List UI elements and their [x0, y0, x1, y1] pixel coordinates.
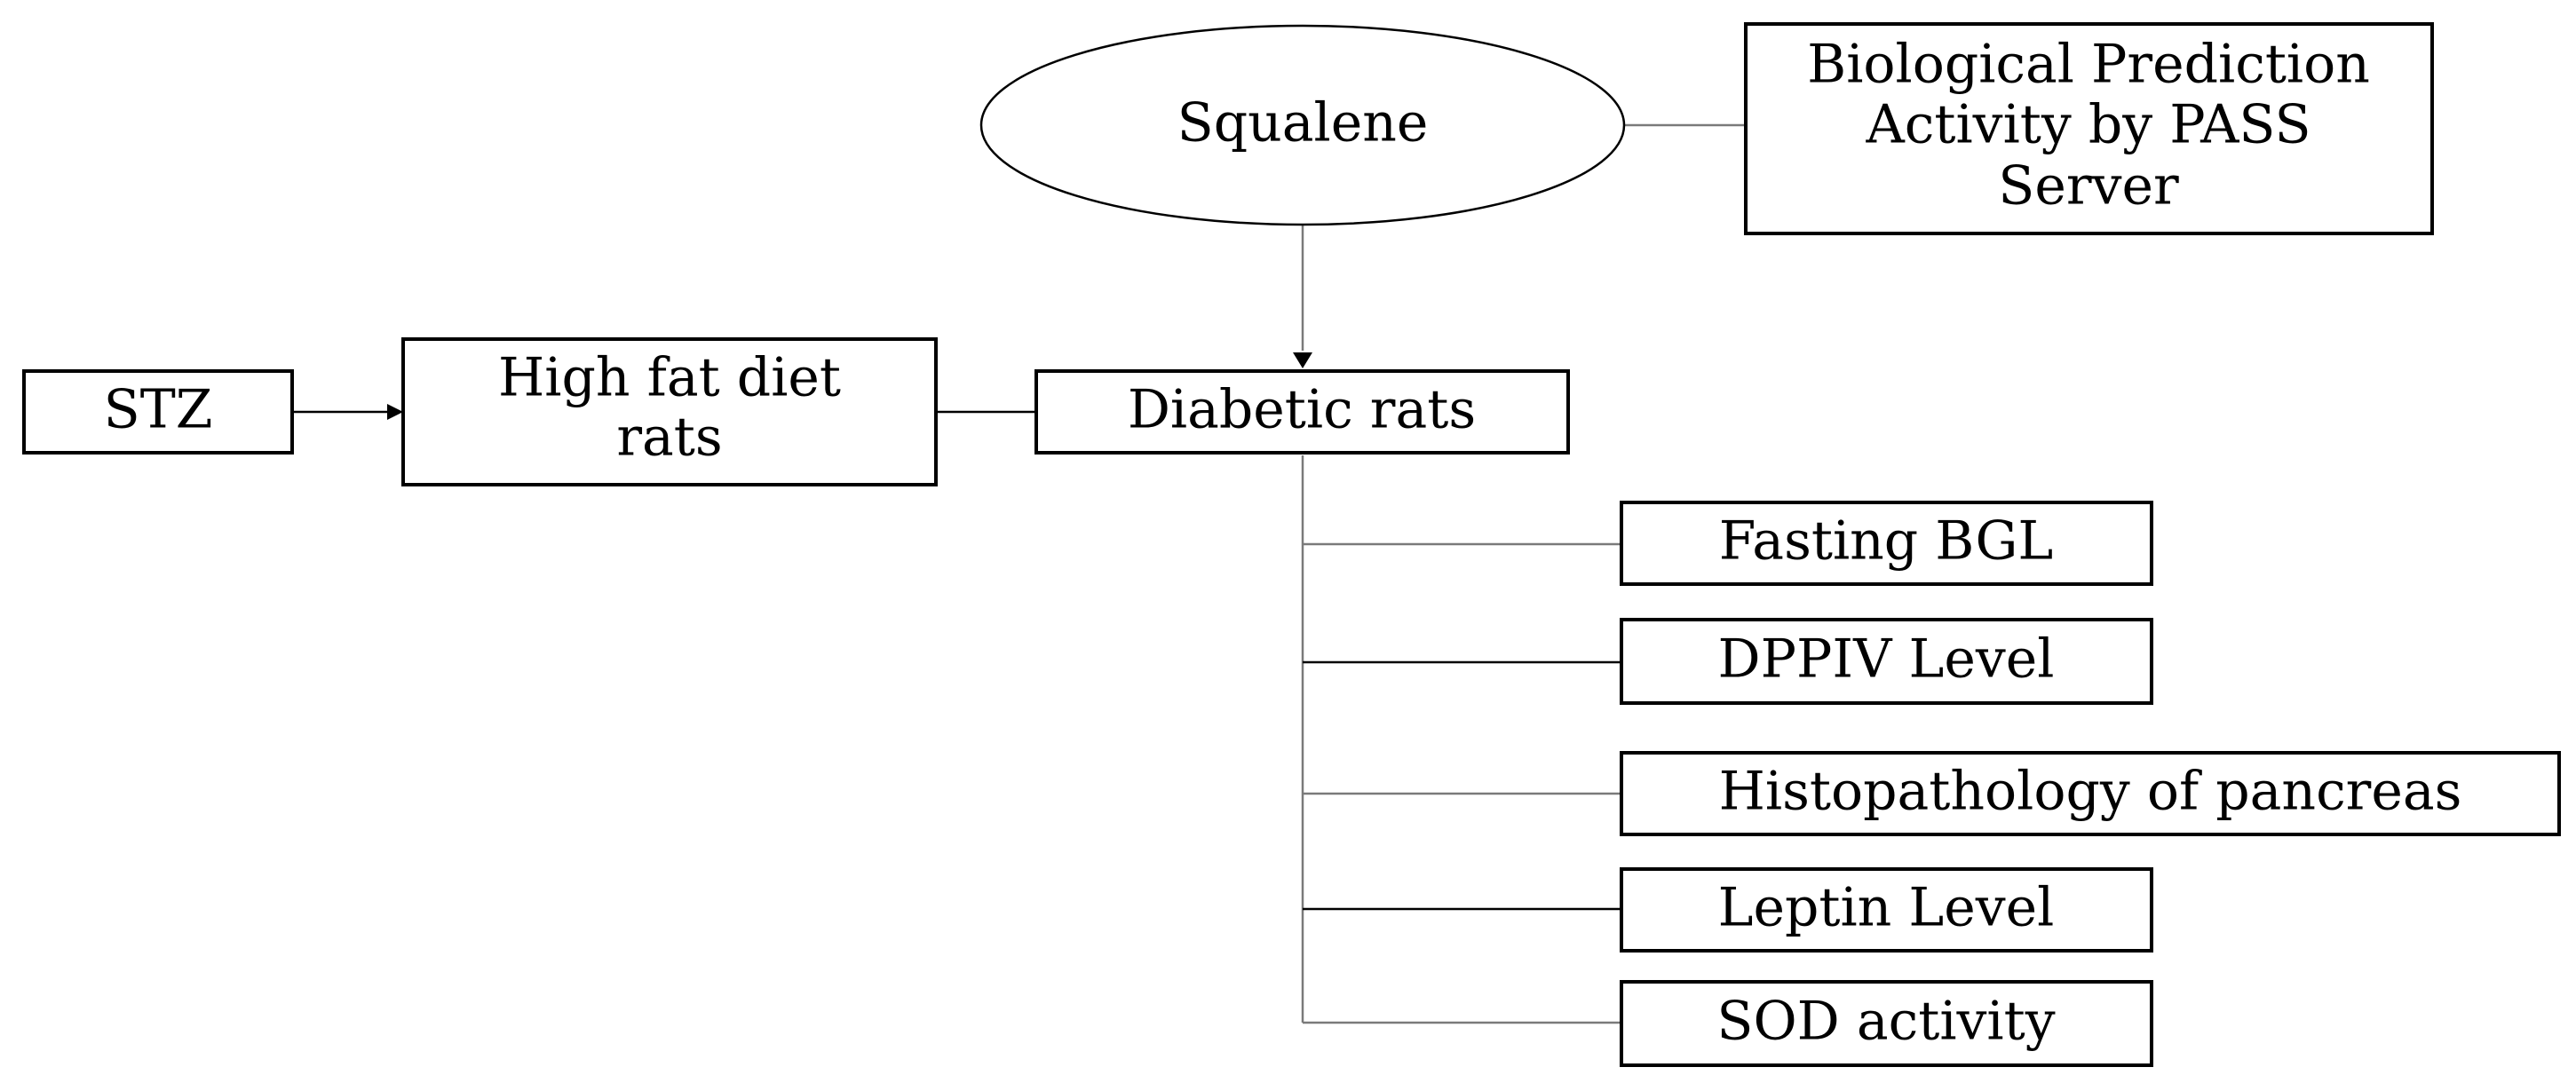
histopathology-label: Histopathology of pancreas: [1719, 761, 2462, 823]
diabetic-rats-label: Diabetic rats: [1128, 379, 1476, 441]
sod-activity-label: SOD activity: [1716, 991, 2055, 1053]
node-pass-server: Biological Prediction Activity by PASS S…: [1744, 22, 2434, 235]
squalene-label: Squalene: [1177, 92, 1429, 154]
node-stz: STZ: [22, 369, 294, 455]
fasting-bgl-label: Fasting BGL: [1719, 510, 2054, 573]
node-squalene: Squalene: [979, 24, 1626, 226]
node-fasting-bgl: Fasting BGL: [1620, 501, 2153, 586]
pass-server-label-line-1: Biological Prediction: [1807, 34, 2370, 96]
dppiv-level-label: DPPIV Level: [1718, 628, 2055, 691]
arrowhead-squalene-diabetic: [1293, 352, 1312, 368]
edges: [293, 123, 1746, 1024]
node-dppiv-level: DPPIV Level: [1620, 618, 2153, 705]
pass-server-label-line-3: Server: [1998, 155, 2179, 217]
node-leptin-level: Leptin Level: [1620, 867, 2153, 953]
node-diabetic-rats: Diabetic rats: [1034, 369, 1570, 455]
high-fat-diet-label-line-1: High fat diet: [498, 347, 841, 409]
stz-label: STZ: [104, 379, 213, 441]
pass-server-label-line-2: Activity by PASS: [1865, 94, 2310, 156]
node-high-fat-diet-rats: High fat diet rats: [401, 337, 938, 486]
node-histopathology-of-pancreas: Histopathology of pancreas: [1620, 751, 2561, 836]
node-sod-activity: SOD activity: [1620, 980, 2153, 1067]
leptin-level-label: Leptin Level: [1718, 877, 2055, 939]
high-fat-diet-label-line-2: rats: [616, 407, 722, 469]
arrowhead-stz-highfat: [387, 404, 403, 420]
